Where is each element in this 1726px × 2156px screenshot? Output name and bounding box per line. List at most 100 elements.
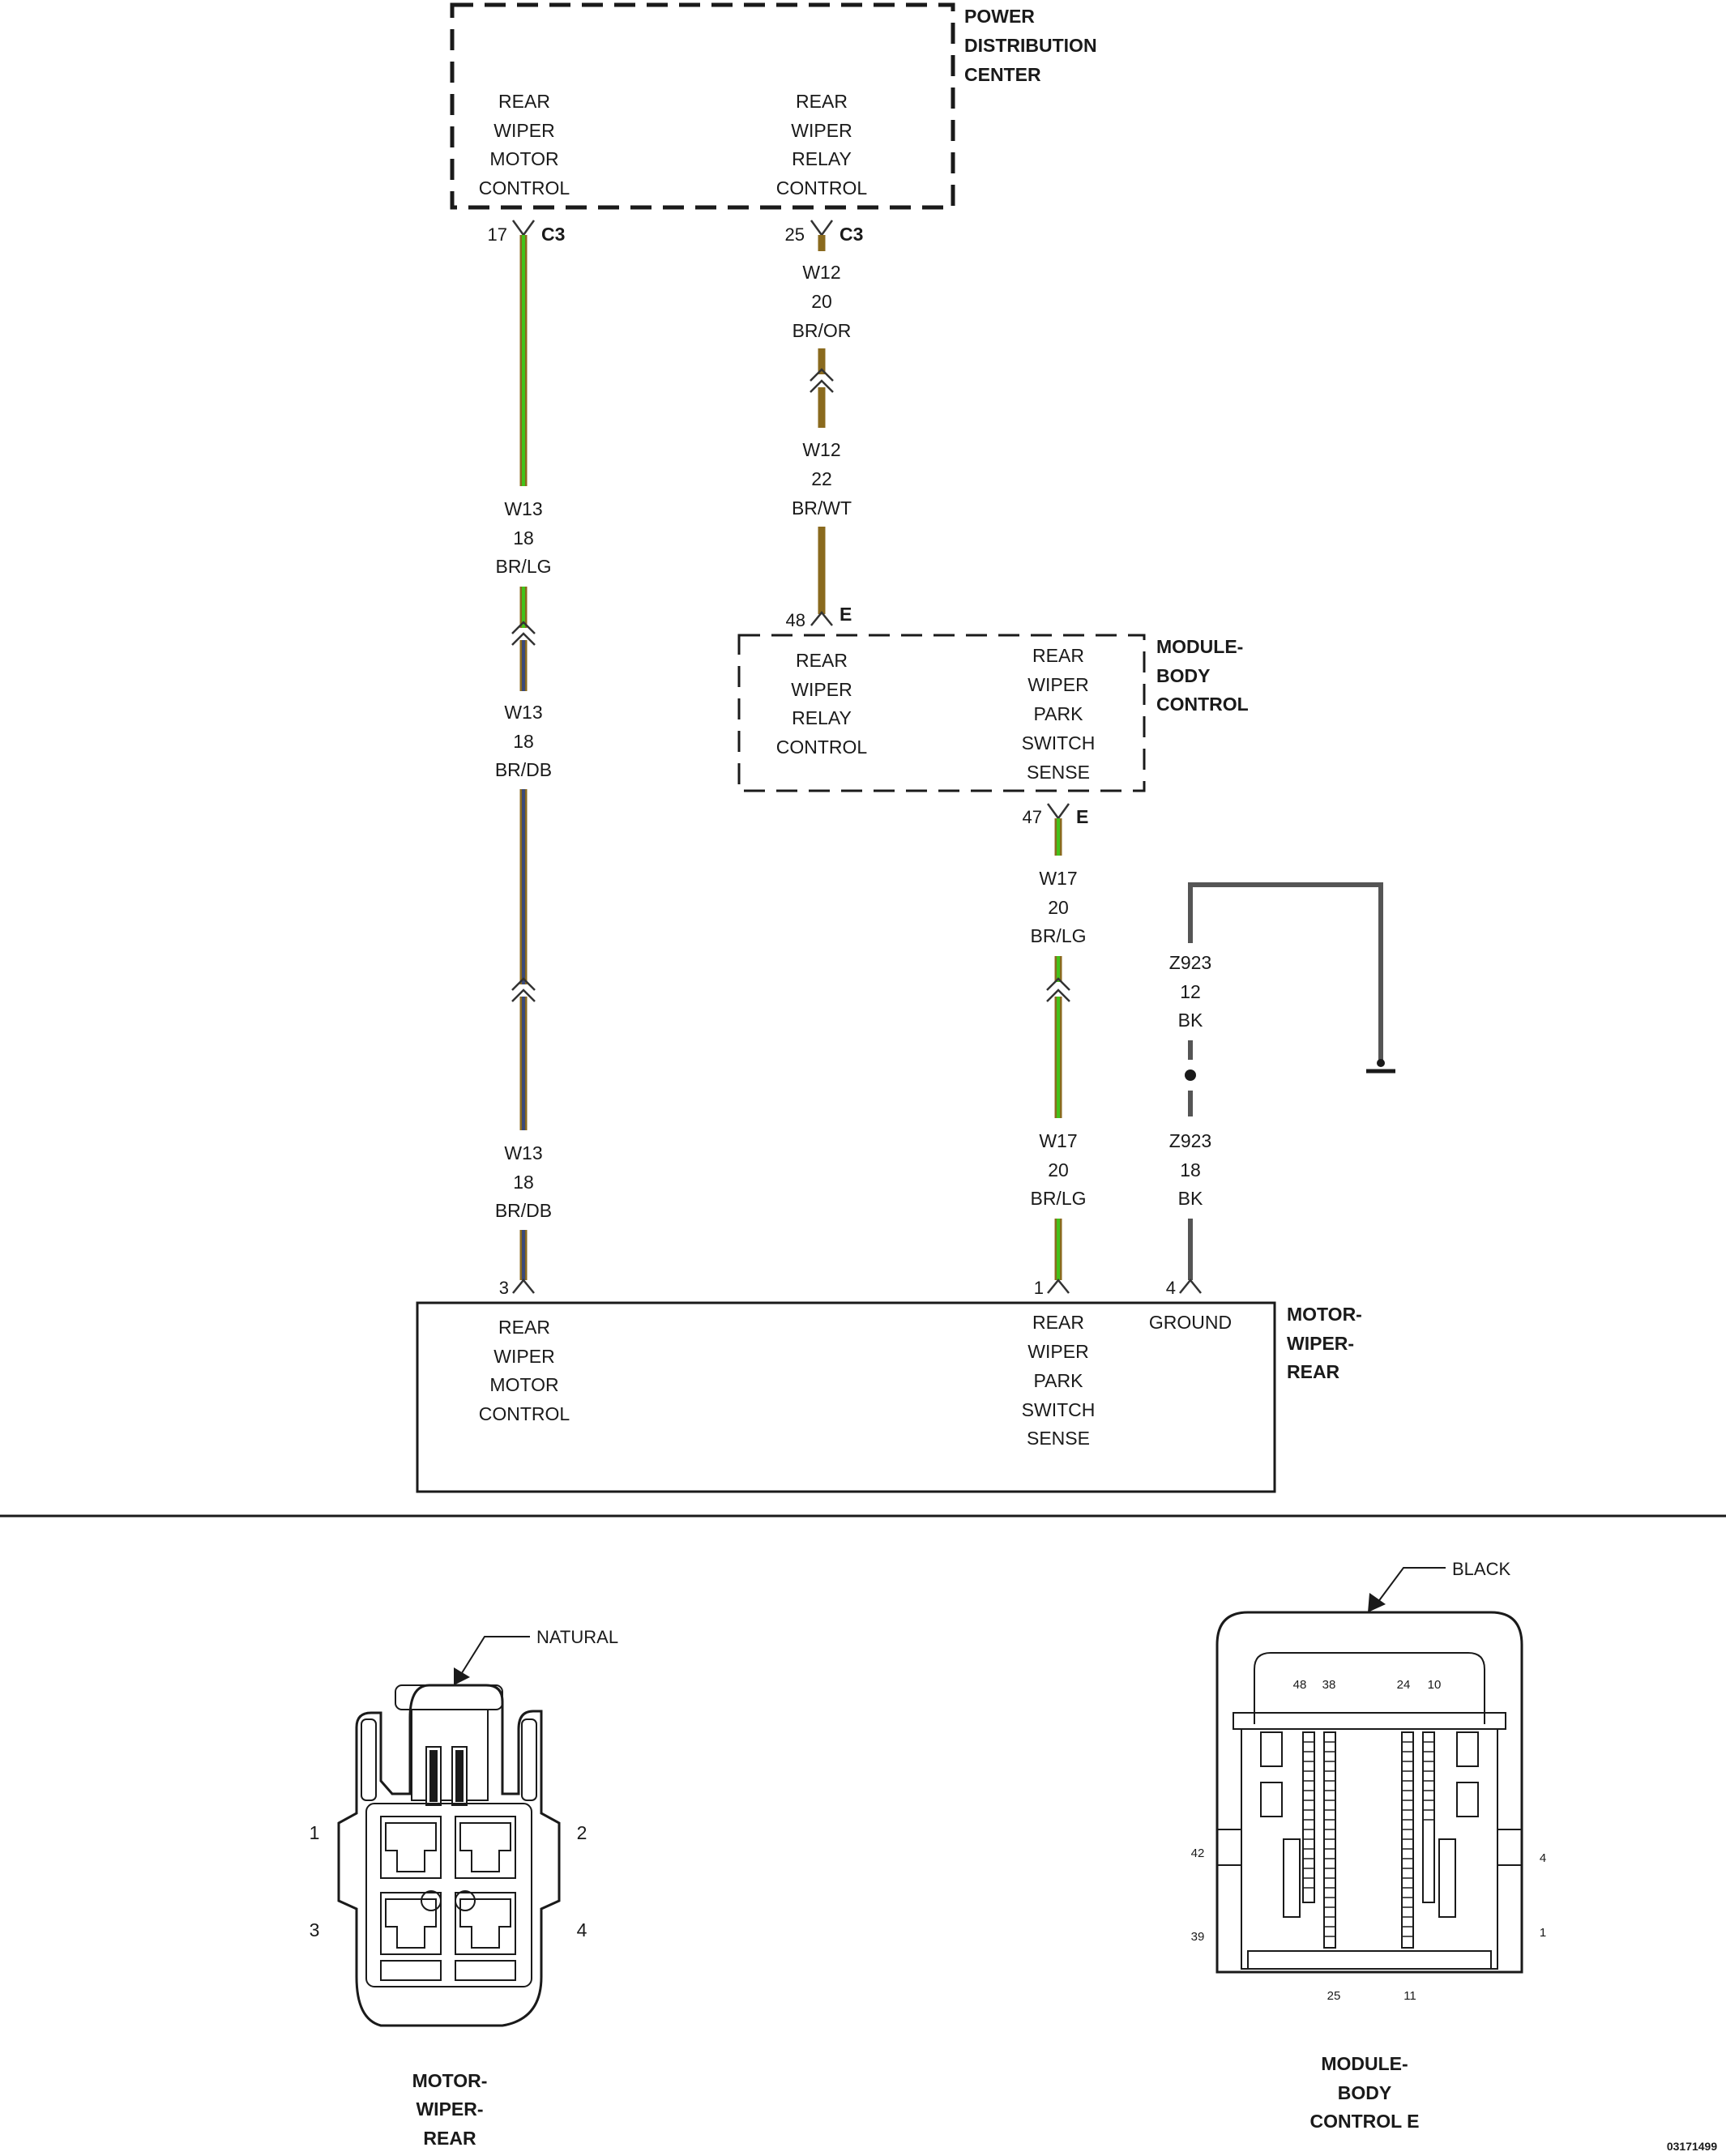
wire-w13: W13 18 BR/LG W13 18 BR/DB W13 18 BR/DB — [495, 235, 552, 1280]
cavity-number: 24 — [1397, 1678, 1411, 1692]
cavity-number: 25 — [1327, 1989, 1341, 2003]
wire-label: BR/DB — [495, 1200, 552, 1221]
wire-label: Z923 — [1169, 1130, 1211, 1151]
splice-dot — [1185, 1069, 1196, 1081]
wire-label: BR/OR — [793, 320, 852, 341]
wire-label: W17 — [1039, 868, 1077, 889]
connector-name: C3 — [840, 224, 863, 245]
connector-bcm-48: 48 E — [786, 604, 852, 630]
motor-connector-view: NATURAL — [310, 1627, 618, 2149]
wire-label: BR/LG — [495, 556, 551, 577]
cavity — [455, 1890, 516, 1955]
wire-label: 12 — [1180, 981, 1201, 1002]
pdc-pin-label: WIPER — [791, 120, 852, 141]
connector-view-title: REAR — [423, 2128, 476, 2149]
wire-label: BR/LG — [1030, 1188, 1086, 1209]
wire-label: W12 — [802, 262, 840, 283]
wire-label: BR/DB — [495, 759, 552, 780]
module-body-control: MODULE- BODY CONTROL REAR WIPER RELAY CO… — [737, 634, 1249, 792]
motor-pin-label: SENSE — [1027, 1428, 1090, 1449]
motor-pin-label: CONTROL — [479, 1403, 570, 1424]
bcm-title-1: MODULE- — [1156, 636, 1243, 657]
pdc-pin-label: REAR — [796, 91, 848, 112]
wire-label: 20 — [811, 291, 832, 312]
wire-label: W13 — [504, 498, 542, 519]
pdc-pin-label: CONTROL — [776, 177, 868, 199]
connector-view-title: BODY — [1338, 2082, 1391, 2103]
connector-bcm-47: 47 E — [1023, 803, 1088, 827]
wire-label: BK — [1178, 1188, 1203, 1209]
cavity — [455, 1816, 516, 1879]
motor-pin-label: MOTOR — [489, 1374, 558, 1395]
cavity-number: 1 — [310, 1822, 320, 1843]
connector-name: C3 — [541, 224, 565, 245]
wire-label: W13 — [504, 1142, 542, 1163]
connector-pin-number: 25 — [785, 224, 805, 245]
bcm-pin-label: SWITCH — [1022, 732, 1096, 754]
connector-pin-number: 1 — [1034, 1278, 1044, 1298]
motor-title-1: MOTOR- — [1287, 1304, 1362, 1325]
wire-label: 20 — [1048, 897, 1069, 918]
cavity-number: 4 — [1540, 1851, 1546, 1865]
wire-label: BK — [1178, 1010, 1203, 1031]
wire-z923: Z923 12 BK Z923 18 BK — [1169, 882, 1395, 1280]
connector-view-title: WIPER- — [416, 2098, 483, 2120]
wire-label: 18 — [513, 527, 534, 549]
connector-pin-number: 47 — [1023, 807, 1042, 827]
pdc-pin-label: REAR — [498, 91, 550, 112]
cavity — [380, 1890, 442, 1955]
wire-label: 18 — [513, 1172, 534, 1193]
power-distribution-center: POWER DISTRIBUTION CENTER REAR WIPER MOT… — [450, 2, 1097, 210]
wire-label: BR/LG — [1030, 925, 1086, 946]
bcm-pin-label: REAR — [1032, 645, 1084, 666]
wire-label: W12 — [802, 439, 840, 460]
cavity-number: 42 — [1191, 1846, 1205, 1860]
connector-pin-number: 3 — [499, 1278, 509, 1298]
cavity-number: 48 — [1293, 1678, 1307, 1692]
bcm-connector-view: BLACK 48 38 24 10 42 — [1191, 1559, 1547, 2132]
ground-symbol — [1366, 1059, 1395, 1074]
wire-label: 18 — [513, 731, 534, 752]
connector-pin-number: 48 — [786, 610, 805, 630]
motor-pin-label: REAR — [498, 1317, 550, 1338]
pdc-title-3: CENTER — [964, 64, 1041, 85]
bcm-pin-label: WIPER — [1027, 674, 1088, 695]
callout-natural: NATURAL — [536, 1627, 618, 1647]
motor-pin-label: WIPER — [1027, 1341, 1088, 1362]
figure-id: 03171499 — [1667, 2140, 1718, 2153]
cavity-number: 2 — [577, 1822, 587, 1843]
wire-label: Z923 — [1169, 952, 1211, 973]
cavity-number: 39 — [1191, 1930, 1205, 1944]
pdc-title-2: DISTRIBUTION — [964, 35, 1097, 56]
cavity-number: 38 — [1322, 1678, 1336, 1692]
wire-label: W13 — [504, 702, 542, 723]
connector-pdc-25: 25 C3 — [785, 220, 863, 245]
terminal-column — [1302, 1731, 1435, 1949]
bcm-pin-label: RELAY — [792, 707, 852, 728]
connector-name: E — [840, 604, 852, 625]
connector-motor-4: 4 — [1166, 1278, 1202, 1298]
pdc-pin-label: RELAY — [792, 148, 852, 169]
cavity-number: 11 — [1403, 1989, 1416, 2003]
connector-motor-3: 3 — [499, 1278, 535, 1298]
connector-pin-number: 4 — [1166, 1278, 1176, 1298]
connector-view-title: MOTOR- — [412, 2070, 488, 2091]
connector-pin-number: 17 — [488, 224, 507, 245]
pdc-pin-label: MOTOR — [489, 148, 558, 169]
cavity-number: 10 — [1428, 1678, 1442, 1692]
cavity-number: 1 — [1540, 1926, 1546, 1940]
terminal-slots — [1303, 1741, 1434, 1937]
wire-label: W17 — [1039, 1130, 1077, 1151]
cavity-number: 3 — [310, 1919, 320, 1940]
wire-label: 20 — [1048, 1159, 1069, 1180]
motor-pin-label: GROUND — [1149, 1312, 1232, 1333]
bcm-title-2: BODY — [1156, 665, 1210, 686]
connector-name: E — [1076, 806, 1088, 827]
cavity — [380, 1816, 442, 1879]
bcm-pin-label: REAR — [796, 650, 848, 671]
connector-view-title: MODULE- — [1321, 2053, 1408, 2074]
connector-motor-1: 1 — [1034, 1278, 1070, 1298]
bcm-pin-label: PARK — [1034, 703, 1084, 724]
wire-w12: W12 20 BR/OR W12 22 BR/WT — [792, 235, 852, 614]
